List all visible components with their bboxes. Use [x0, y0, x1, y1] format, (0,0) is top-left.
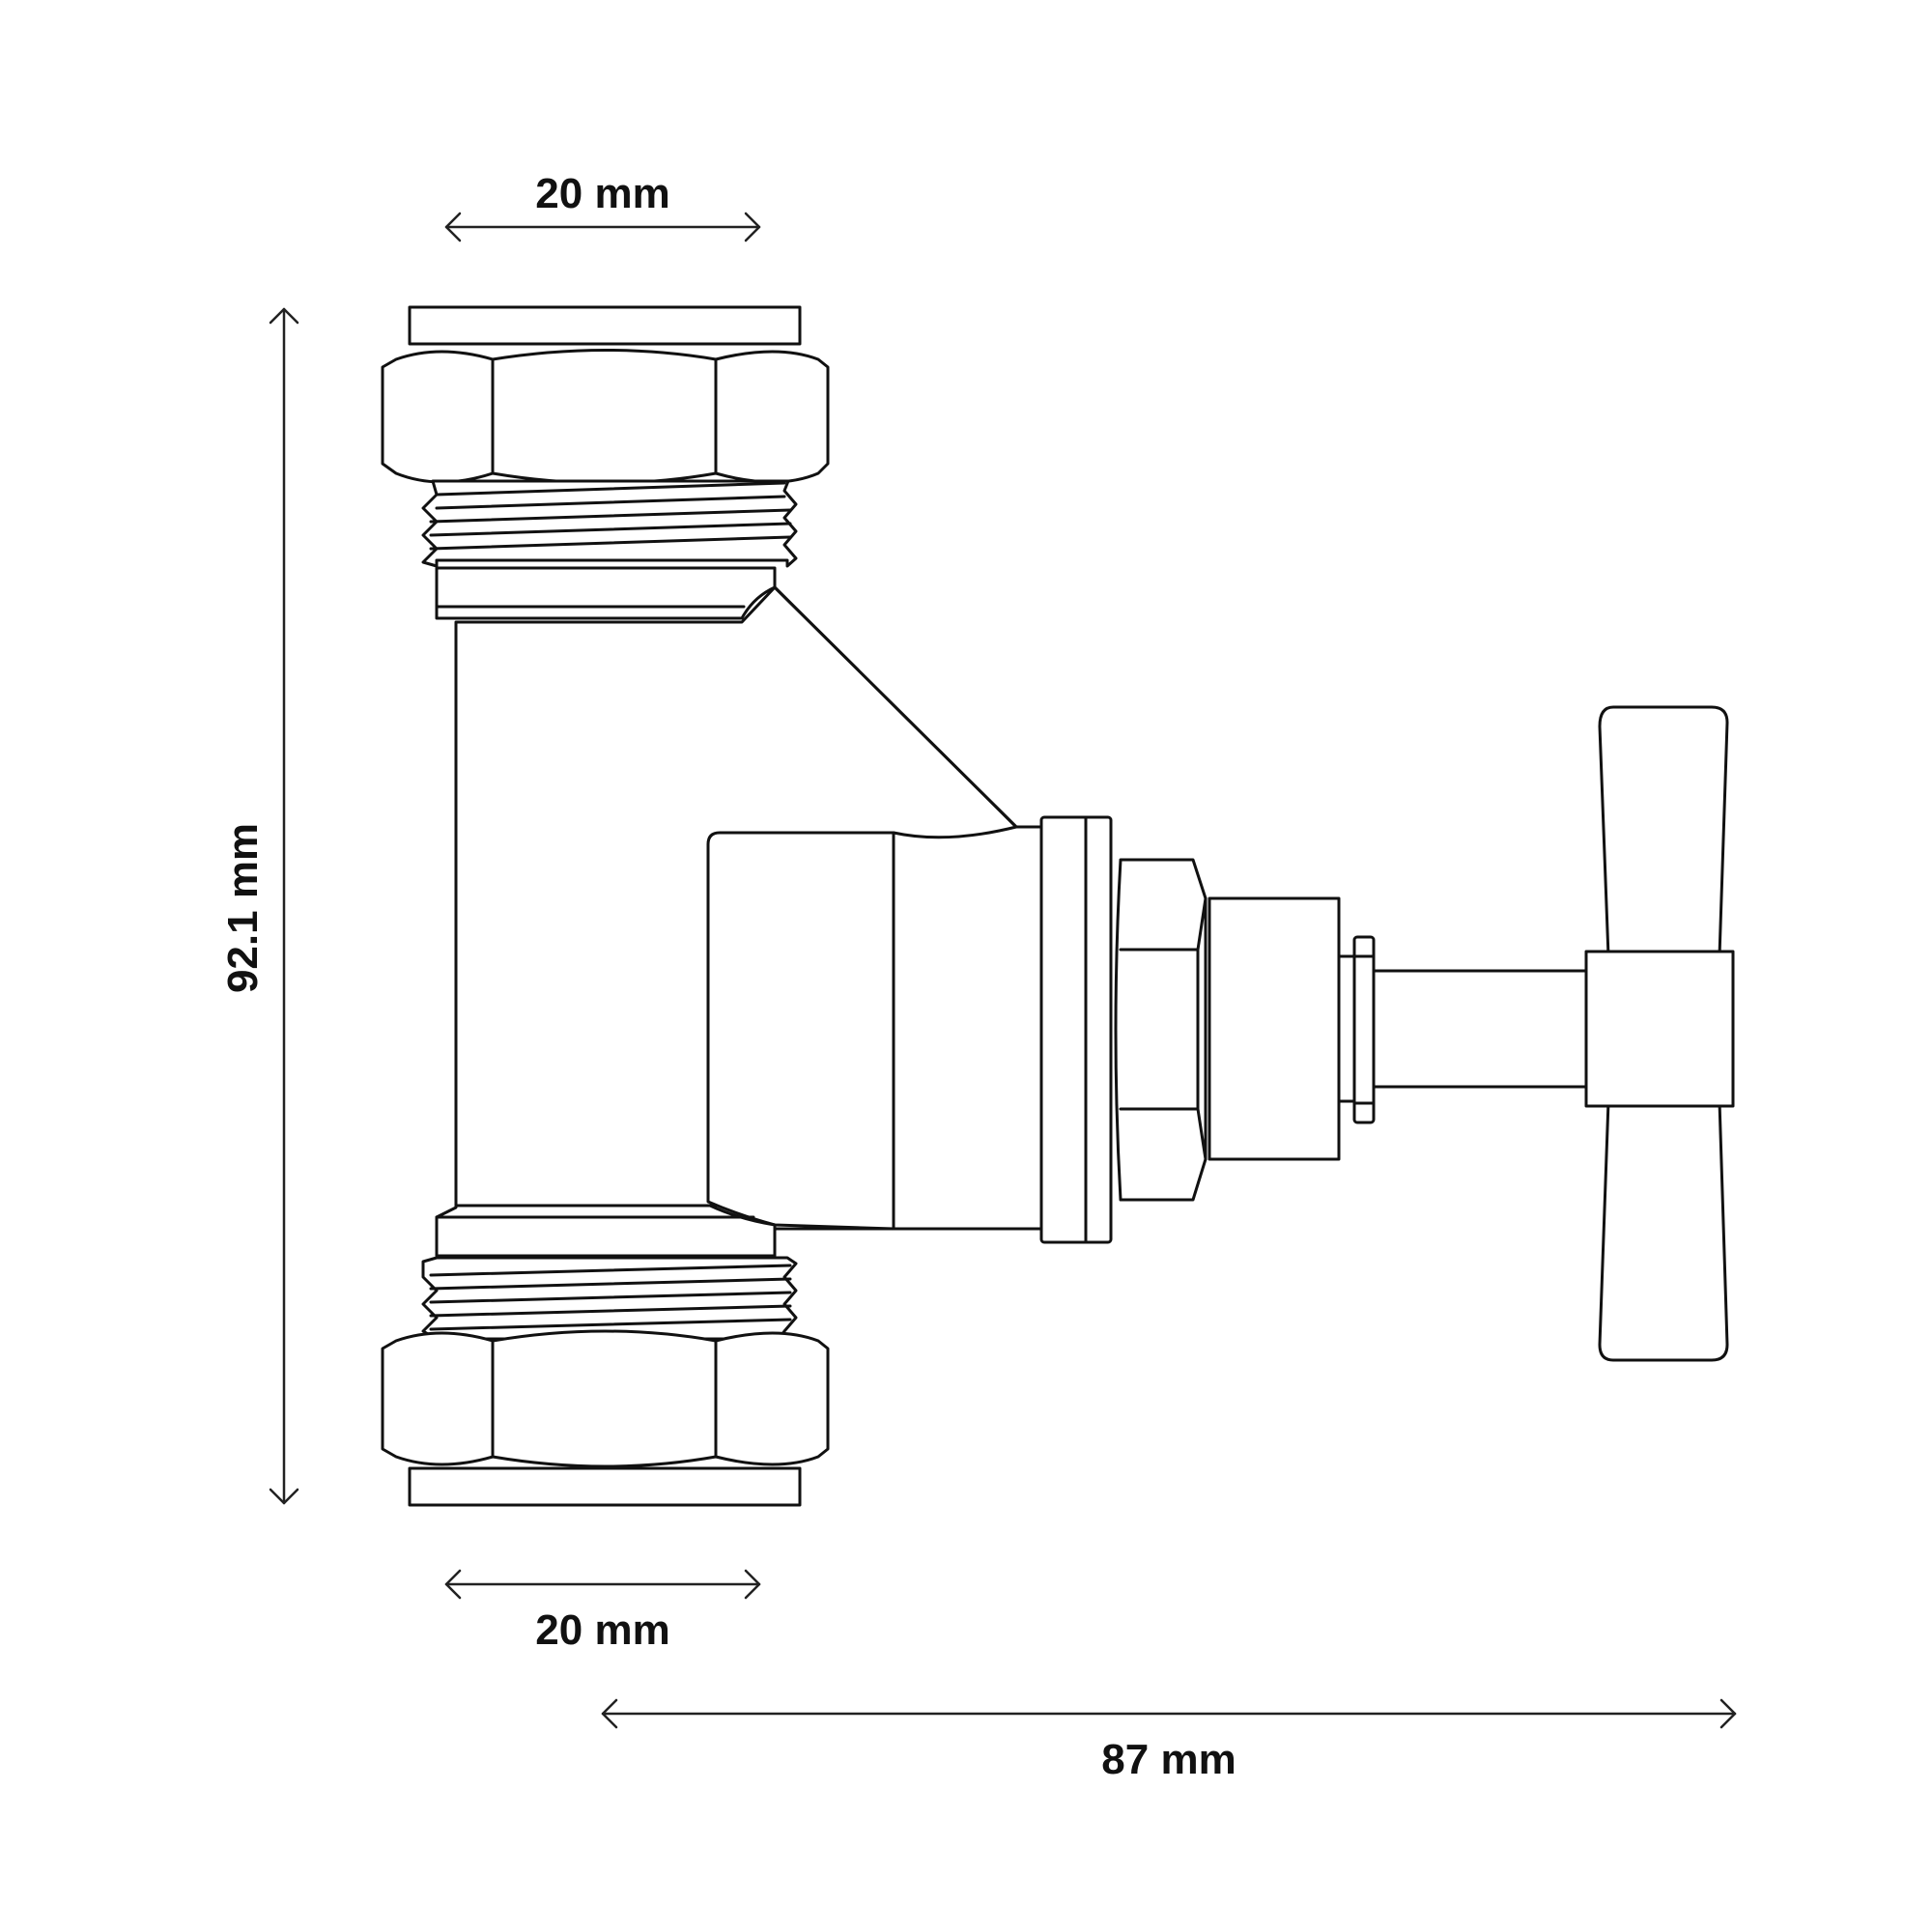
top-compression-nut: [381, 349, 830, 485]
dimension-label-top: 20 mm: [535, 170, 669, 217]
top-olive-ring: [408, 305, 802, 346]
valve-spindle: [1372, 969, 1588, 1089]
bottom-body-collar: [435, 1204, 777, 1258]
dimension-label-depth: 87 mm: [1101, 1736, 1236, 1783]
crosshead-handle-icon: [1584, 705, 1735, 1362]
top-body-collar: [435, 566, 777, 620]
dimension-overall-depth: 87 mm: [601, 1698, 1737, 1783]
dimension-top-width: 20 mm: [444, 170, 761, 242]
top-compression-fitting: [381, 305, 830, 620]
handle-arm-bottom: [1598, 1099, 1729, 1362]
bonnet-hex-nut: [1114, 858, 1208, 1202]
dimension-label-height: 92.1 mm: [219, 823, 267, 993]
bottom-olive-ring: [408, 1466, 802, 1507]
bottom-compression-nut: [381, 1329, 830, 1468]
handle-hub: [1584, 950, 1735, 1108]
dimension-overall-height: 92.1 mm: [219, 307, 299, 1505]
dimension-label-bottom: 20 mm: [535, 1606, 669, 1654]
gland-body: [1208, 896, 1341, 1161]
gland-nut: [1337, 935, 1376, 1124]
bottom-thread: [421, 1256, 798, 1341]
side-barrel: [706, 825, 1043, 1231]
barrel-left: [706, 831, 895, 1231]
top-thread: [421, 479, 798, 568]
bonnet-flange: [1039, 815, 1113, 1244]
barrel-right: [892, 825, 1043, 1231]
bottom-compression-fitting: [381, 1204, 830, 1507]
handle-arm-top: [1598, 705, 1729, 958]
dimension-bottom-width: 20 mm: [444, 1569, 761, 1654]
